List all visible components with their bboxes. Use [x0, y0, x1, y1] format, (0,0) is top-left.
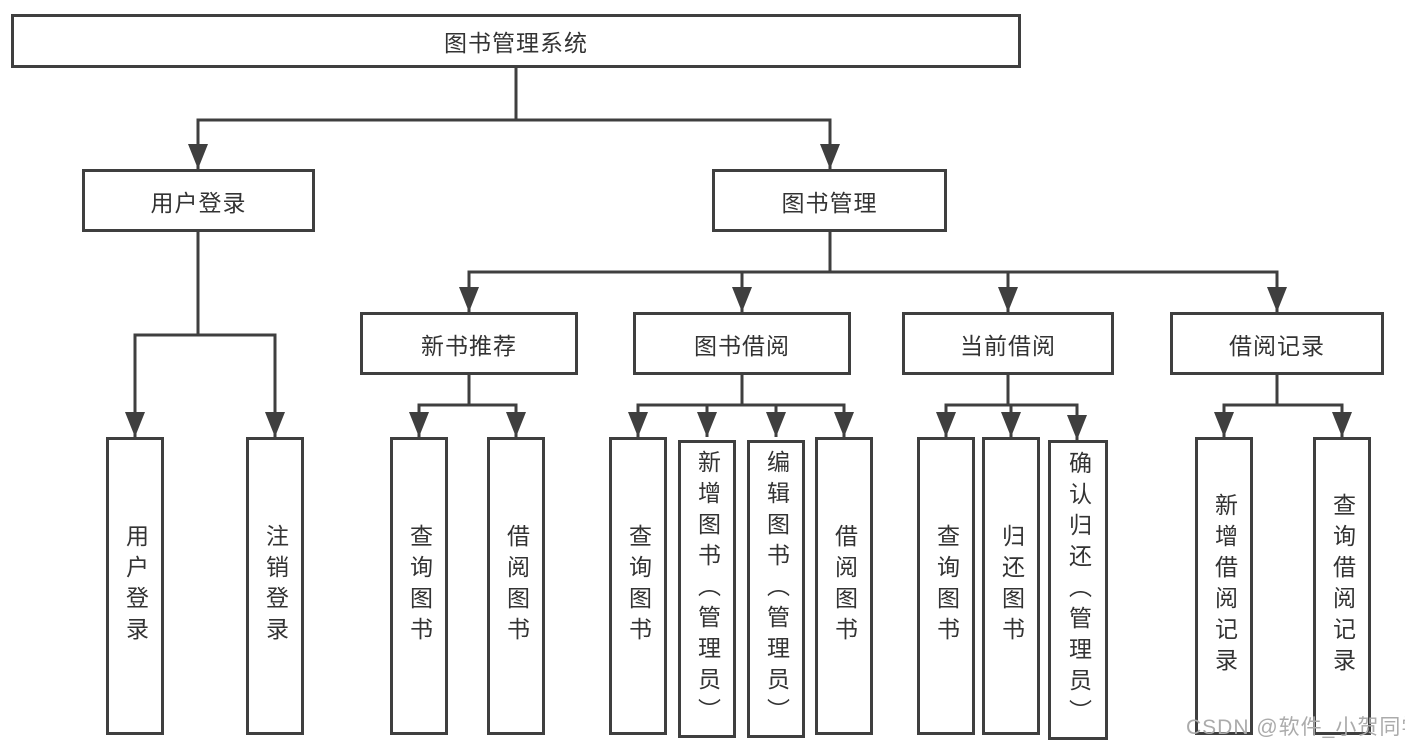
leaf-return-books-label: 归还图书: [998, 524, 1025, 648]
connector-root-to-level2: [196, 68, 832, 169]
leaf-logout: 注销登录: [246, 437, 304, 735]
leaf-return-books: 归还图书: [982, 437, 1040, 735]
leaf-add-books-admin: 新增图书（管理员）: [678, 440, 736, 738]
node-current-borrowing-label: 当前借阅: [960, 332, 1056, 359]
csdn-watermark: CSDN @软件_小贺同学: [1186, 716, 1405, 739]
node-borrow-records: 借阅记录: [1170, 312, 1384, 375]
leaf-query-books-2-label: 查询图书: [625, 524, 652, 648]
node-new-book-recommend-label: 新书推荐: [421, 332, 517, 359]
connector-records-to-children: [1222, 375, 1344, 437]
connector-borrowing-to-children: [636, 375, 846, 437]
leaf-confirm-return-admin: 确认归还（管理员）: [1048, 440, 1108, 740]
leaf-add-borrow-record: 新增借阅记录: [1195, 437, 1253, 735]
node-current-borrowing: 当前借阅: [902, 312, 1114, 375]
leaf-query-borrow-record-label: 查询借阅记录: [1329, 493, 1356, 679]
connector-userlogin-to-children: [133, 232, 277, 437]
leaf-borrow-books-2-label: 借阅图书: [831, 524, 858, 648]
node-root-label: 图书管理系统: [444, 30, 588, 56]
leaf-borrow-books-1: 借阅图书: [487, 437, 545, 735]
leaf-edit-books-admin-label: 编辑图书（管理员）: [763, 449, 790, 729]
leaf-query-books-1-label: 查询图书: [406, 524, 433, 648]
node-borrow-records-label: 借阅记录: [1229, 332, 1325, 359]
connector-bookmgmt-to-level3: [467, 232, 1279, 312]
leaf-borrow-books-1-label: 借阅图书: [503, 524, 530, 648]
node-new-book-recommend: 新书推荐: [360, 312, 578, 375]
connector-current-to-children: [944, 375, 1079, 440]
leaf-edit-books-admin: 编辑图书（管理员）: [747, 440, 805, 738]
leaf-query-books-1: 查询图书: [390, 437, 448, 735]
leaf-query-books-3: 查询图书: [917, 437, 975, 735]
leaf-query-books-2: 查询图书: [609, 437, 667, 735]
node-book-borrowing: 图书借阅: [633, 312, 851, 375]
node-book-borrowing-label: 图书借阅: [694, 332, 790, 359]
node-book-management: 图书管理: [712, 169, 947, 232]
node-user-login: 用户登录: [82, 169, 315, 232]
node-root: 图书管理系统: [11, 14, 1021, 68]
leaf-query-books-3-label: 查询图书: [933, 524, 960, 648]
leaf-borrow-books-2: 借阅图书: [815, 437, 873, 735]
leaf-add-books-admin-label: 新增图书（管理员）: [694, 449, 721, 729]
leaf-add-borrow-record-label: 新增借阅记录: [1211, 493, 1238, 679]
leaf-query-borrow-record: 查询借阅记录: [1313, 437, 1371, 735]
connector-newbooks-to-children: [417, 375, 518, 437]
leaf-user-login: 用户登录: [106, 437, 164, 735]
leaf-confirm-return-admin-label: 确认归还（管理员）: [1065, 450, 1092, 730]
node-user-login-label: 用户登录: [150, 189, 247, 216]
leaf-logout-label: 注销登录: [262, 524, 289, 648]
leaf-user-login-label: 用户登录: [122, 524, 149, 648]
node-book-management-label: 图书管理: [781, 189, 878, 216]
